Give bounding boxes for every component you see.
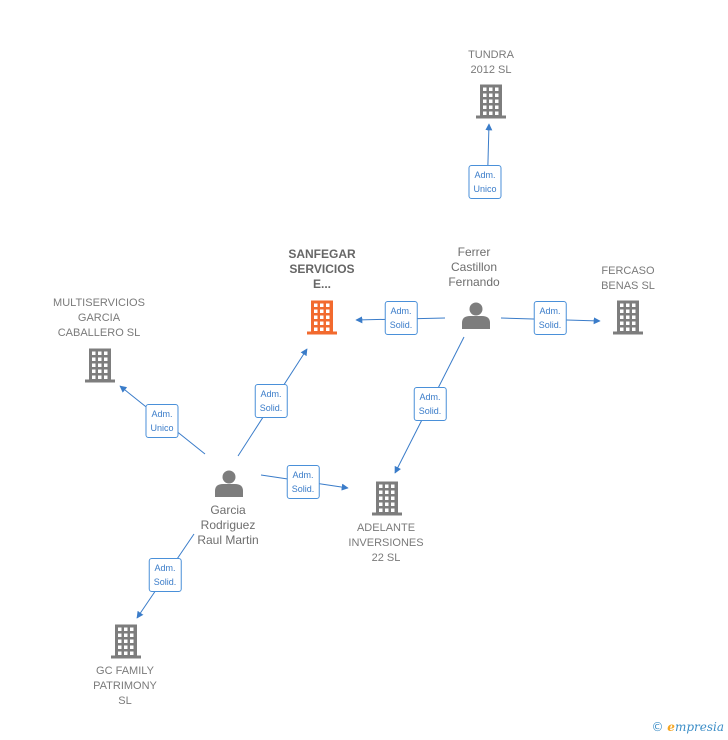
node-label-multiservicios[interactable]: MULTISERVICIOS GARCIA CABALLERO SL xyxy=(53,297,145,339)
building-icon-adelante[interactable] xyxy=(372,481,402,516)
node-label-gcfamily[interactable]: GC FAMILY PATRIMONY SL xyxy=(93,665,157,707)
copyright-icon: © xyxy=(651,720,664,734)
node-label-sanfegar[interactable]: SANFEGAR SERVICIOS E... xyxy=(288,247,356,291)
node-label-ferrer[interactable]: Ferrer Castillon Fernando xyxy=(448,245,500,289)
edge-label-ferrer-fercaso[interactable]: Adm. Solid. xyxy=(533,301,567,335)
building-icon-gcfamily[interactable] xyxy=(111,624,141,659)
brand-name: mpresia xyxy=(674,720,724,734)
brand-initial: e xyxy=(667,720,675,734)
building-icon-fercaso[interactable] xyxy=(613,300,643,335)
edge-label-garcia-adelante[interactable]: Adm. Solid. xyxy=(286,465,320,499)
node-label-fercaso[interactable]: FERCASO BENAS SL xyxy=(601,265,655,292)
building-icon-multiservicios[interactable] xyxy=(85,348,115,383)
edge-label-ferrer-tundra[interactable]: Adm. Unico xyxy=(468,165,502,199)
edge-label-ferrer-adelante[interactable]: Adm. Solid. xyxy=(413,387,447,421)
building-icon-tundra[interactable] xyxy=(476,84,506,119)
node-label-adelante[interactable]: ADELANTE INVERSIONES 22 SL xyxy=(348,522,424,564)
person-icon-ferrer[interactable] xyxy=(462,302,490,330)
edge-label-garcia-multiservicios[interactable]: Adm. Unico xyxy=(145,404,179,438)
node-label-tundra[interactable]: TUNDRA 2012 SL xyxy=(468,49,514,76)
edge-label-garcia-sanfegar[interactable]: Adm. Solid. xyxy=(254,384,288,418)
edge-label-ferrer-sanfegar[interactable]: Adm. Solid. xyxy=(384,301,418,335)
empresia-logo: © empresia xyxy=(651,720,724,734)
edge-label-garcia-gcfamily[interactable]: Adm. Solid. xyxy=(148,558,182,592)
building-icon-sanfegar[interactable] xyxy=(307,300,337,335)
person-icon-garcia[interactable] xyxy=(215,470,243,498)
node-label-garcia[interactable]: Garcia Rodriguez Raul Martin xyxy=(197,503,259,547)
